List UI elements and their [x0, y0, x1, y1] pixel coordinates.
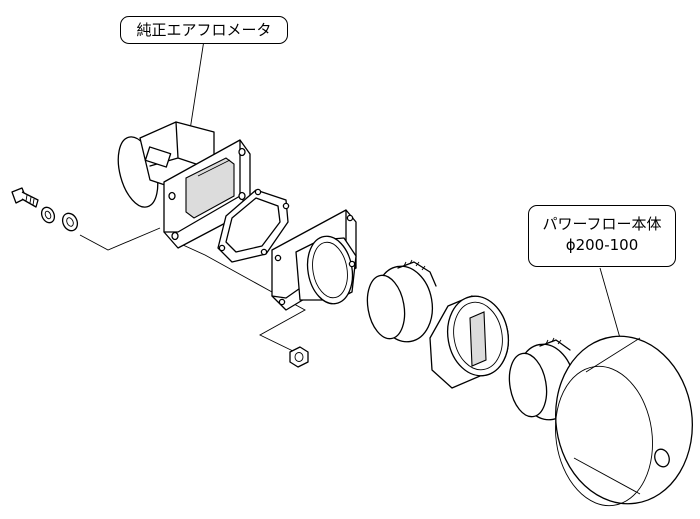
flat-washer [61, 212, 79, 232]
air-flow-meter-label: 純正エアフロメータ [120, 16, 288, 44]
bolt [11, 187, 39, 208]
hose-clamp-1 [366, 259, 437, 343]
power-flow-body [555, 335, 693, 507]
power-flow-line2: ϕ200-100 [565, 236, 639, 254]
leader-bolt-line [79, 227, 161, 251]
leader-air-flow-meter [189, 39, 205, 131]
air-flow-meter-text: 純正エアフロメータ [136, 21, 272, 39]
lock-washer [40, 206, 56, 224]
power-flow-line1: パワーフロー本体 [542, 215, 662, 233]
power-flow-label: パワーフロー本体 ϕ200-100 [528, 205, 676, 267]
gasket [217, 188, 290, 263]
nut [289, 346, 309, 368]
adapter-flange [271, 209, 357, 311]
sleeve [429, 295, 509, 389]
